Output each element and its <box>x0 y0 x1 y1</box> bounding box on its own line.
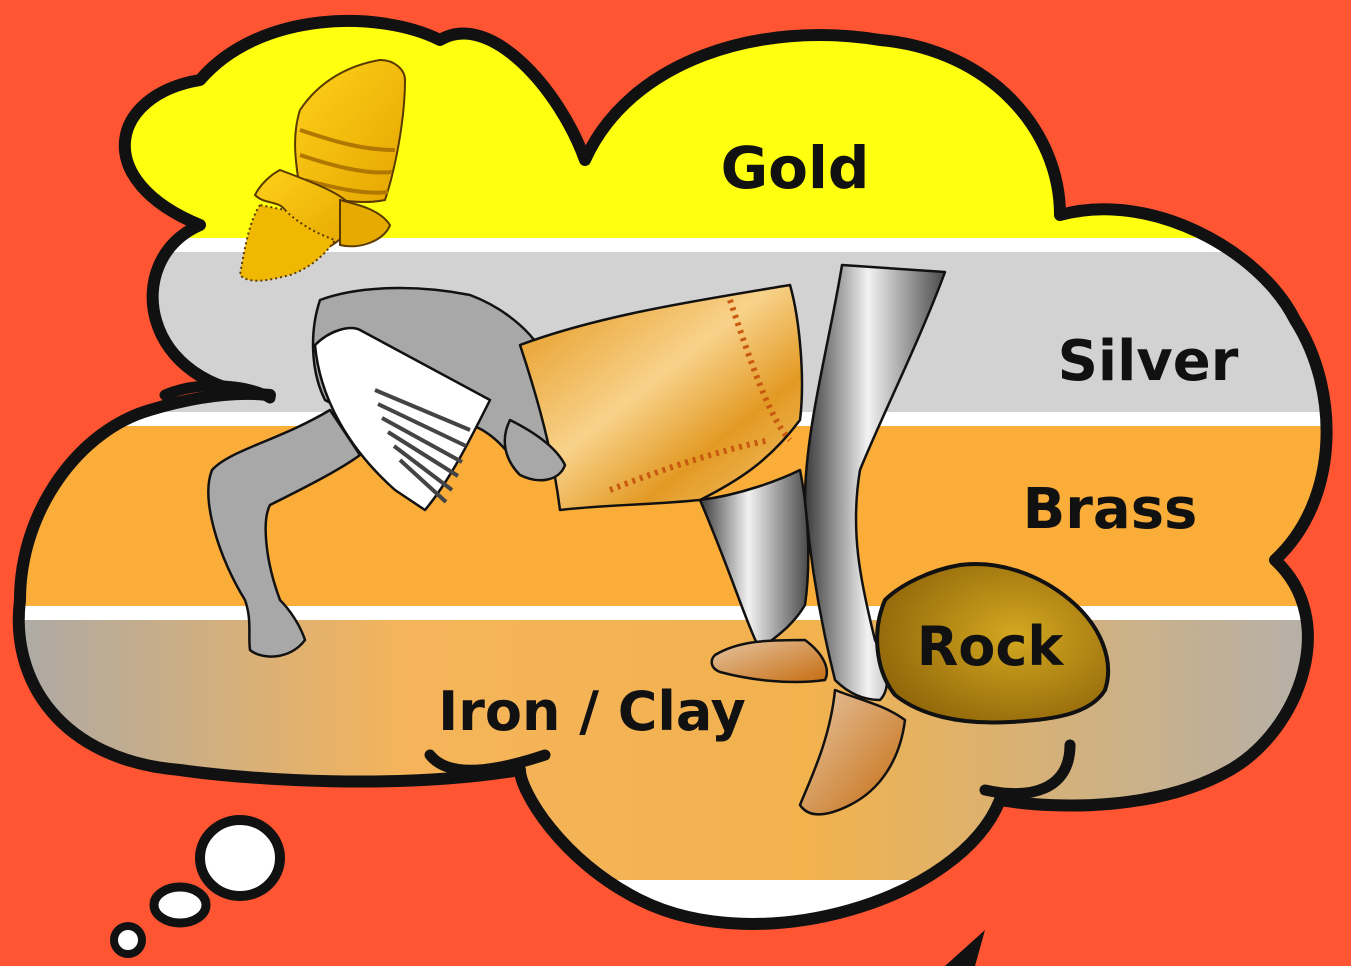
band-divider <box>0 238 1351 252</box>
thought-bubbles <box>114 820 280 954</box>
thought-bubble-small <box>114 926 142 954</box>
label-brass: Brass <box>1023 477 1198 542</box>
label-silver: Silver <box>1058 329 1239 394</box>
gold-band <box>0 0 1351 238</box>
band-divider <box>0 606 1351 620</box>
label-rock: Rock <box>917 615 1065 678</box>
bubble-pointer <box>945 930 985 966</box>
label-iron-clay: Iron / Clay <box>438 680 746 743</box>
thought-bubble-medium <box>154 887 206 923</box>
thought-bubble-large <box>200 820 280 896</box>
label-gold: Gold <box>721 134 870 202</box>
